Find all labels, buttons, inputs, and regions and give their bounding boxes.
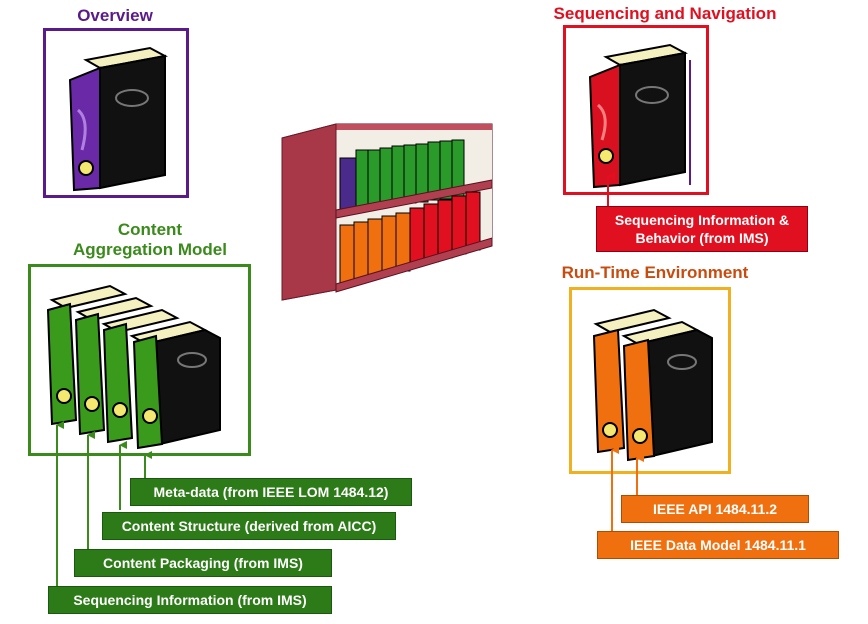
cam-title-line1: Content xyxy=(117,220,183,239)
rte-frame xyxy=(569,287,731,474)
label-metadata: Meta-data (from IEEE LOM 1484.12) xyxy=(130,478,412,506)
overview-book-icon xyxy=(68,46,168,192)
rte-books-icon xyxy=(592,308,713,462)
label-seq-behavior-line2: Behavior (from IMS) xyxy=(635,230,769,246)
label-seq-behavior: Sequencing Information & Behavior (from … xyxy=(596,206,808,252)
overview-frame xyxy=(43,28,189,198)
label-content-structure: Content Structure (derived from AICC) xyxy=(102,512,396,540)
overview-title: Overview xyxy=(77,6,153,25)
cam-title: Content Aggregation Model xyxy=(40,220,260,260)
seq-frame xyxy=(563,25,709,195)
cam-books-icon xyxy=(46,284,221,450)
label-seq-behavior-line1: Sequencing Information & xyxy=(614,212,790,228)
seq-title: Sequencing and Navigation xyxy=(553,4,777,23)
cam-title-line2: Aggregation Model xyxy=(73,240,227,259)
cam-frame xyxy=(28,264,251,456)
label-content-packaging: Content Packaging (from IMS) xyxy=(74,549,332,577)
seq-book-icon xyxy=(588,43,691,189)
cam-arrows xyxy=(56,421,152,590)
label-ieee-data-model: IEEE Data Model 1484.11.1 xyxy=(597,531,839,559)
label-ieee-api: IEEE API 1484.11.2 xyxy=(621,495,809,523)
rte-title: Run-Time Environment xyxy=(561,263,749,282)
bookshelf-icon xyxy=(281,123,493,301)
label-sequencing-info: Sequencing Information (from IMS) xyxy=(48,586,332,614)
